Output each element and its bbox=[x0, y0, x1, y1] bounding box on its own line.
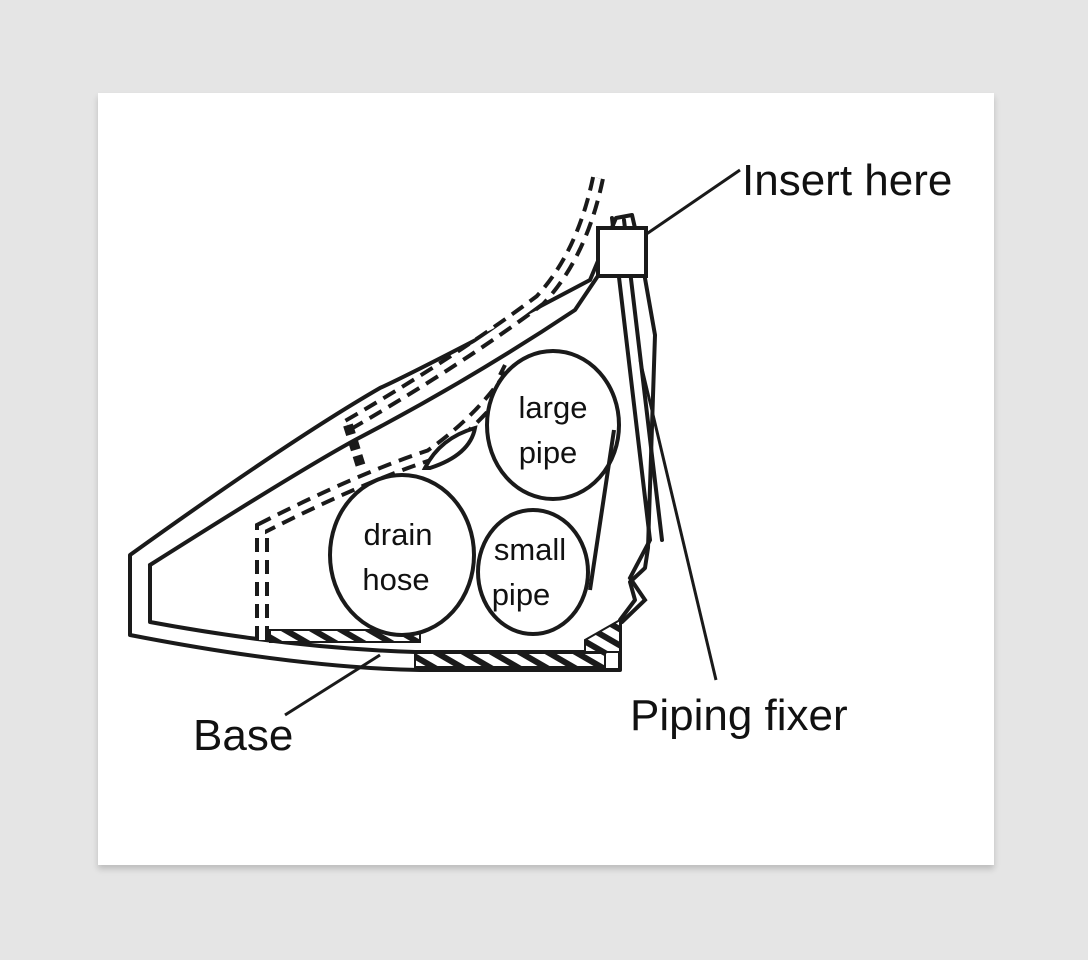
base-label: Base bbox=[193, 711, 293, 760]
upper-rib-white bbox=[346, 177, 601, 428]
insert-here-label: Insert here bbox=[742, 156, 952, 205]
piping-fixer-label: Piping fixer bbox=[630, 691, 848, 740]
base-hatch-right bbox=[414, 652, 606, 668]
drain-hose-label-2: hose bbox=[362, 562, 429, 597]
small-pipe bbox=[476, 508, 590, 636]
large-pipe-label-1: large bbox=[519, 390, 588, 425]
piping-fixer bbox=[610, 216, 653, 624]
strut bbox=[343, 423, 367, 472]
clip-shape bbox=[421, 425, 478, 470]
drain-hose-label-1: drain bbox=[364, 517, 433, 552]
insert-here-leader bbox=[644, 168, 741, 237]
large-pipe-label-2: pipe bbox=[519, 435, 578, 470]
piping-fixer-leader bbox=[638, 359, 718, 681]
drain-hose bbox=[328, 473, 476, 637]
pipe-tie-line bbox=[498, 364, 616, 591]
inner-rib-white bbox=[259, 373, 513, 640]
insert-slot bbox=[596, 226, 648, 278]
small-pipe-label-2: pipe bbox=[492, 577, 551, 612]
base-corner-hatch bbox=[584, 618, 621, 653]
base-leader bbox=[284, 653, 381, 717]
small-pipe-label-1: small bbox=[494, 532, 566, 567]
large-pipe bbox=[485, 349, 621, 501]
housing-outline bbox=[128, 213, 657, 672]
